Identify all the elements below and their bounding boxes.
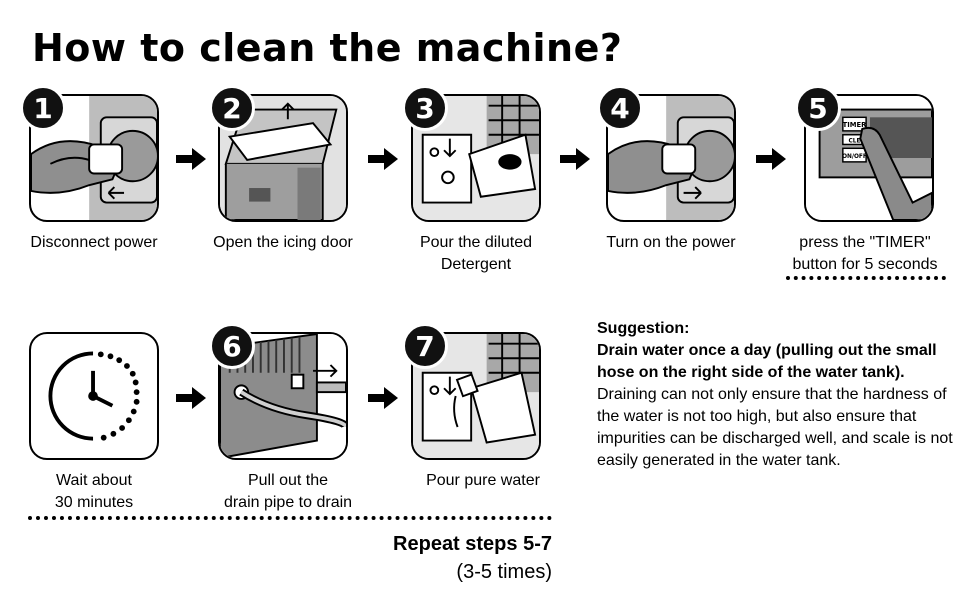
step-6-panel xyxy=(218,332,348,460)
step-5-caption-line2: button for 5 seconds xyxy=(792,256,938,273)
suggestion-heading: Suggestion: xyxy=(597,320,690,337)
plug-socket-icon xyxy=(608,96,734,220)
step-1-panel xyxy=(29,94,159,222)
dotted-divider xyxy=(786,276,946,280)
step-3-caption-line2: Detergent xyxy=(440,256,512,273)
repeat-steps-label: Repeat steps 5-7 xyxy=(393,533,552,555)
right-arrow-icon xyxy=(756,148,786,170)
step-7-badge: 7 xyxy=(402,323,448,369)
step-1-badge: 1 xyxy=(20,85,66,131)
right-arrow-icon xyxy=(560,148,590,170)
wait-step-caption: Wait about xyxy=(56,472,132,489)
step-5-caption: press the "TIMER" xyxy=(799,234,931,251)
repeat-note: Repeat steps 5-7 (3-5 times) xyxy=(393,530,552,586)
wait-step-panel xyxy=(29,332,159,460)
suggestion-body-text: Draining can not only ensure that the ha… xyxy=(597,386,953,469)
step-6-badge: 6 xyxy=(209,323,255,369)
step-5-badge: 5 xyxy=(795,85,841,131)
dotted-divider xyxy=(28,516,552,520)
clock-icon xyxy=(48,351,140,441)
page-title: How to clean the machine? xyxy=(32,26,623,70)
step-2-caption: Open the icing door xyxy=(213,234,353,251)
suggestion-bold-text: Drain water once a day (pulling out the … xyxy=(597,342,937,381)
right-arrow-icon xyxy=(368,387,398,409)
step-4-badge: 4 xyxy=(597,85,643,131)
right-arrow-icon xyxy=(176,387,206,409)
right-arrow-icon xyxy=(368,148,398,170)
suggestion-block: Suggestion: Drain water once a day (pull… xyxy=(597,318,967,472)
timer-panel-label: TIMER xyxy=(843,121,867,129)
step-7-caption: Pour pure water xyxy=(426,472,540,489)
step-3-badge: 3 xyxy=(402,85,448,131)
step-6-caption: Pull out the xyxy=(247,472,329,489)
repeat-times-label: (3-5 times) xyxy=(456,561,552,583)
step-4-panel xyxy=(606,94,736,222)
right-arrow-icon xyxy=(176,148,206,170)
step-1-caption: Disconnect power xyxy=(30,234,158,251)
step-6-caption-line2: drain pipe to drain xyxy=(223,494,353,511)
onoff-panel-label: ON/OFF xyxy=(842,154,867,160)
step-2-badge: 2 xyxy=(209,85,255,131)
wait-step-caption-line2: 30 minutes xyxy=(54,494,134,511)
drain-pipe-icon xyxy=(220,334,346,458)
clean-panel-label: CLE xyxy=(849,139,861,145)
step-3-caption: Pour the diluted xyxy=(419,234,533,251)
plug-socket-icon xyxy=(31,96,157,220)
step-4-caption: Turn on the power xyxy=(606,234,736,251)
